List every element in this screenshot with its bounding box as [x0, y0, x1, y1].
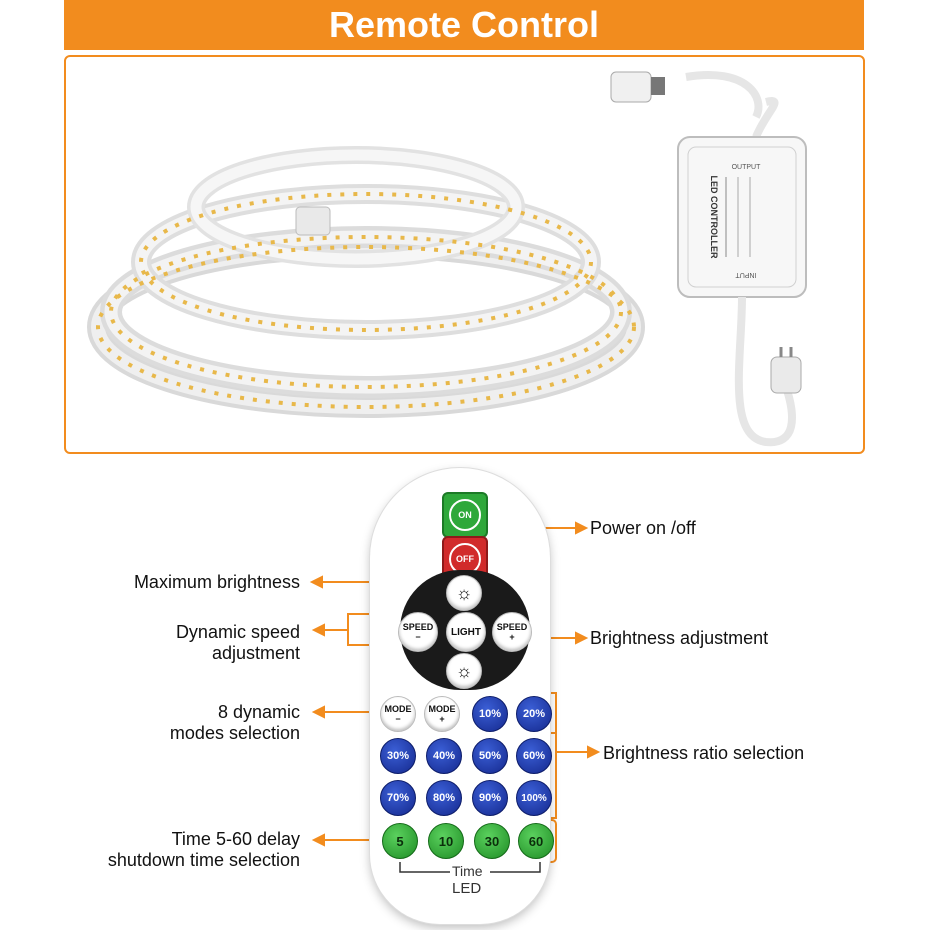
brightness-40-button[interactable]: 40% — [426, 738, 462, 774]
sun-up-icon: ☼ — [455, 582, 473, 603]
annotation-brightness-adjust: Brightness adjustment — [590, 628, 769, 648]
minus-sign: − — [395, 714, 401, 724]
brightness-80-button[interactable]: 80% — [426, 780, 462, 816]
speed-minus-button[interactable]: SPEED − — [398, 612, 438, 652]
brightness-20-button[interactable]: 20% — [516, 696, 552, 732]
brightness-90-button[interactable]: 90% — [472, 780, 508, 816]
brightness-30-button[interactable]: 30% — [380, 738, 416, 774]
brightness-50-button[interactable]: 50% — [472, 738, 508, 774]
plus-sign: + — [509, 632, 515, 642]
controller-title: LED CONTROLLER — [709, 176, 719, 259]
brightness-70-button[interactable]: 70% — [380, 780, 416, 816]
brand-label: LED — [452, 880, 482, 897]
mode-minus-button[interactable]: MODE − — [380, 696, 416, 732]
time-60-button[interactable]: 60 — [518, 823, 554, 859]
brightness-100-button[interactable]: 100% — [516, 780, 552, 816]
led-strip-illustration: OUTPUT INPUT LED CONTROLLER — [87, 71, 807, 447]
annotation-power: Power on /off — [590, 518, 696, 538]
sun-down-icon: ☼ — [455, 660, 473, 681]
power-on-icon: ON — [449, 499, 481, 531]
annotation-max-brightness: Maximum brightness — [133, 572, 300, 592]
speed-plus-label: SPEED — [496, 622, 528, 632]
mode-plus-button[interactable]: MODE + — [424, 696, 460, 732]
power-on-button[interactable]: ON — [442, 492, 488, 538]
speed-minus-label: SPEED — [402, 622, 434, 632]
mode-minus-label: MODE — [384, 704, 412, 714]
light-label: LIGHT — [451, 626, 481, 638]
time-10-button[interactable]: 10 — [428, 823, 464, 859]
minus-sign: − — [415, 632, 421, 642]
power-off-label: OFF — [456, 554, 474, 564]
time-label: Time — [452, 863, 483, 879]
brightness-up-button[interactable]: ☼ — [446, 575, 482, 611]
plus-sign: + — [439, 714, 445, 724]
brightness-10-button[interactable]: 10% — [472, 696, 508, 732]
light-button[interactable]: LIGHT — [446, 612, 486, 652]
time-5-button[interactable]: 5 — [382, 823, 418, 859]
mode-plus-label: MODE — [428, 704, 456, 714]
controller-output-label: OUTPUT — [732, 164, 762, 171]
time-30-button[interactable]: 30 — [474, 823, 510, 859]
annotation-dynamic-modes: 8 dynamic modes selection — [169, 702, 300, 743]
annotation-dynamic-speed: Dynamic speed adjustment — [175, 622, 300, 663]
product-image-frame: OUTPUT INPUT LED CONTROLLER — [64, 55, 865, 454]
power-on-label: ON — [458, 510, 472, 520]
brightness-down-button[interactable]: ☼ — [446, 653, 482, 689]
page-title: Remote Control — [64, 0, 864, 50]
brightness-60-button[interactable]: 60% — [516, 738, 552, 774]
controller-input-label: INPUT — [735, 271, 757, 278]
annotation-brightness-ratio: Brightness ratio selection — [603, 743, 805, 763]
annotation-time-delay: Time 5-60 delay shutdown time selection — [107, 829, 300, 870]
speed-plus-button[interactable]: SPEED + — [492, 612, 532, 652]
